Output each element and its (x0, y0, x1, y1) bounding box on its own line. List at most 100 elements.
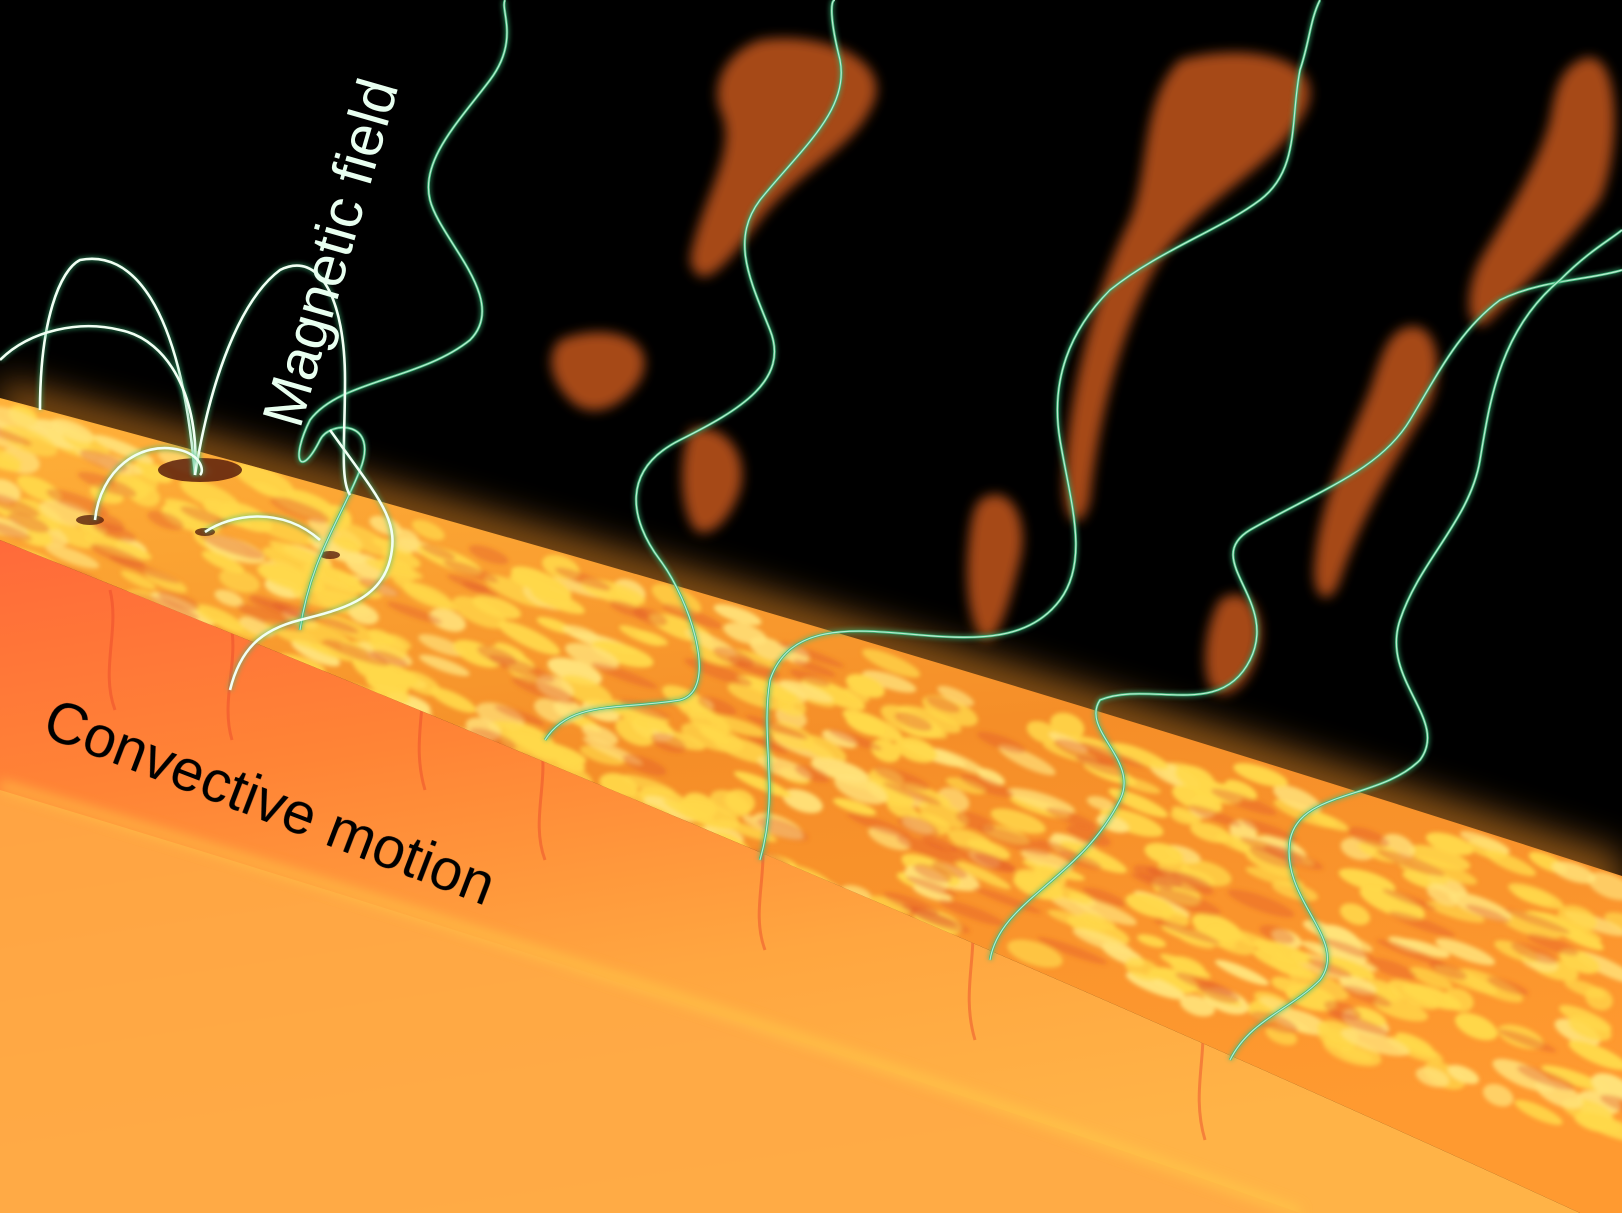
granule (374, 683, 411, 704)
intergranular-lane (386, 601, 442, 624)
granule (733, 771, 791, 798)
intergranular-lane (1037, 937, 1108, 965)
intergranular-lane (959, 774, 1014, 798)
intergranular-lane (931, 861, 968, 879)
granule (868, 895, 913, 915)
granule (1388, 936, 1425, 953)
intergranular-lane (421, 544, 456, 560)
granule (234, 462, 295, 498)
granule (1535, 912, 1602, 943)
intergranular-lane (913, 863, 952, 883)
intergranular-lane (1510, 942, 1558, 964)
granule (1252, 939, 1315, 965)
intergranular-lane (443, 560, 499, 583)
granule (895, 736, 937, 763)
intergranular-lane (270, 497, 330, 524)
sunspot-small-3 (320, 551, 340, 559)
granule (862, 648, 921, 678)
granule (1160, 953, 1211, 979)
granule (1072, 928, 1133, 955)
granule (120, 570, 156, 590)
intergranular-lane (896, 835, 962, 863)
granule (1110, 742, 1169, 770)
intergranular-lane (1036, 839, 1079, 857)
granule (1175, 765, 1215, 790)
granule (307, 535, 366, 565)
intergranular-lane (894, 712, 933, 731)
granule (954, 861, 1012, 890)
granule (1339, 903, 1371, 926)
granule (1323, 1036, 1382, 1067)
granule (0, 478, 21, 503)
intergranular-lane (469, 727, 517, 751)
intergranular-lane (158, 590, 200, 611)
sunspot-small-1 (76, 515, 104, 525)
granule (472, 595, 521, 619)
intergranular-lane (609, 600, 649, 619)
granule (1338, 868, 1396, 893)
granule (1270, 956, 1305, 977)
granule (1435, 938, 1496, 966)
granule (1271, 976, 1301, 993)
granule (332, 521, 396, 557)
intergranular-lane (793, 659, 836, 677)
granule (1576, 1111, 1622, 1143)
deep-layer-edge (0, 780, 1302, 1213)
granule (555, 755, 586, 772)
granule (402, 581, 453, 610)
intergranular-lane (92, 521, 137, 542)
granule (725, 789, 755, 814)
granule (1364, 979, 1400, 1002)
intergranular-lane (906, 876, 958, 897)
granule (591, 640, 654, 668)
granule (1020, 849, 1073, 871)
granule (1551, 861, 1596, 884)
granule (1224, 779, 1258, 800)
intergranular-lane (1527, 933, 1579, 956)
spicules (551, 38, 1615, 694)
granule (833, 798, 877, 816)
intergranular-lane (1259, 924, 1295, 944)
granule (1272, 1008, 1330, 1036)
intergranular-lane (79, 449, 128, 472)
intergranular-lane (554, 567, 611, 591)
granule (1177, 931, 1215, 949)
intergranular-lane (897, 815, 939, 838)
granule (565, 642, 619, 670)
intergranular-lane (1322, 938, 1374, 959)
granule (706, 714, 767, 737)
granule (635, 630, 668, 646)
granule (1050, 712, 1085, 739)
field-line-core (94, 447, 203, 521)
intergranular-lane (1324, 1000, 1362, 1020)
granule (1125, 972, 1186, 1000)
granule (1387, 1036, 1444, 1064)
granule (429, 687, 477, 713)
granule (547, 657, 602, 686)
granule (45, 544, 100, 569)
granule (1007, 939, 1063, 968)
field-line-core (989, 269, 1622, 961)
field-line-core (0, 325, 197, 476)
intergranular-lane (494, 705, 545, 726)
intergranular-lane (697, 696, 737, 716)
granule (127, 481, 161, 507)
granule (214, 589, 244, 607)
field-line-core (544, 0, 842, 741)
granule (1271, 881, 1319, 902)
intergranular-lane (249, 594, 301, 615)
field-line-core (39, 258, 196, 476)
intergranular-lane (901, 904, 957, 927)
intergranular-lane (882, 782, 942, 806)
field-line-core (229, 429, 394, 691)
granule (429, 608, 466, 632)
field-line-core (194, 265, 351, 496)
granule (1359, 886, 1425, 920)
intergranular-lane (1516, 1065, 1576, 1091)
intergranular-lane (1146, 867, 1214, 895)
intergranular-lane (1227, 889, 1295, 918)
intergranular-lane (1197, 982, 1240, 1004)
granule (1060, 841, 1127, 874)
intergranular-lane (0, 520, 33, 541)
granule (1137, 934, 1167, 948)
